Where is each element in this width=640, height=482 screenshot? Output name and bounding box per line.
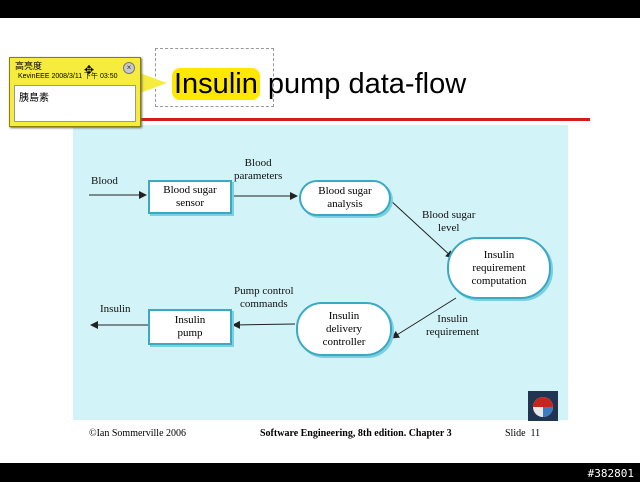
title-highlight: Insulin [172,68,260,100]
note-body[interactable]: 胰島素 [14,85,136,122]
label-insulin-requirement: Insulin requirement [426,313,480,338]
node-computation-label: Insulin requirement computation [471,248,527,287]
node-sensor-label: Blood sugar sensor [163,184,217,209]
title-underline [135,118,590,121]
note-meta: KevinEEE 2008/3/11 下午 03:50 [18,73,118,80]
slide: Insulin pump data-flow Blood sugar senso… [0,18,640,463]
close-icon[interactable]: × [123,62,135,74]
footer-slide-number: Slide 11 [505,428,541,439]
flow-arrows [89,191,457,339]
node-insulin-delivery-controller: Insulin delivery controller [296,302,392,356]
arrow-pump-control [232,320,296,329]
node-analysis-label: Blood sugar analysis [318,185,372,210]
footer-book-text: Software Engineering, 8th edition. Chapt… [260,428,452,439]
label-insulin-out: Insulin [100,303,131,315]
publisher-logo [528,391,558,421]
note-author: 高亮度 [15,61,43,71]
title-rest: pump data-flow [259,68,467,100]
label-blood: Blood [91,175,118,187]
arrow-insulin-requirement [391,297,457,339]
node-controller-label: Insulin delivery controller [322,309,366,348]
footer-copyright: ©Ian Sommerville 2006 [89,428,187,439]
label-blood-parameters: Blood parameters [234,157,283,182]
node-insulin-pump: Insulin pump [148,309,232,345]
diagram-panel: Blood sugar sensor Blood sugar analysis … [73,125,568,420]
comment-note[interactable]: 高亮度 KevinEEE 2008/3/11 下午 03:50 × 胰島素 [9,57,141,127]
image-id-watermark: #382801 [587,467,634,480]
node-blood-sugar-sensor: Blood sugar sensor [148,180,232,214]
label-blood-sugar-level: Blood sugar level [422,209,476,234]
node-insulin-requirement-computation: Insulin requirement computation [447,237,551,299]
slide-title: Insulin pump data-flow [172,68,466,101]
footer-book: Software Engineering, 8th edition. Chapt… [260,428,452,439]
move-cursor-icon: ✥ [84,63,95,77]
label-pump-control-commands: Pump control commands [234,285,294,310]
node-pump-label: Insulin pump [174,314,206,339]
arrow-blood-sugar-level [389,199,454,259]
node-blood-sugar-analysis: Blood sugar analysis [299,180,391,216]
note-pointer [137,72,167,94]
